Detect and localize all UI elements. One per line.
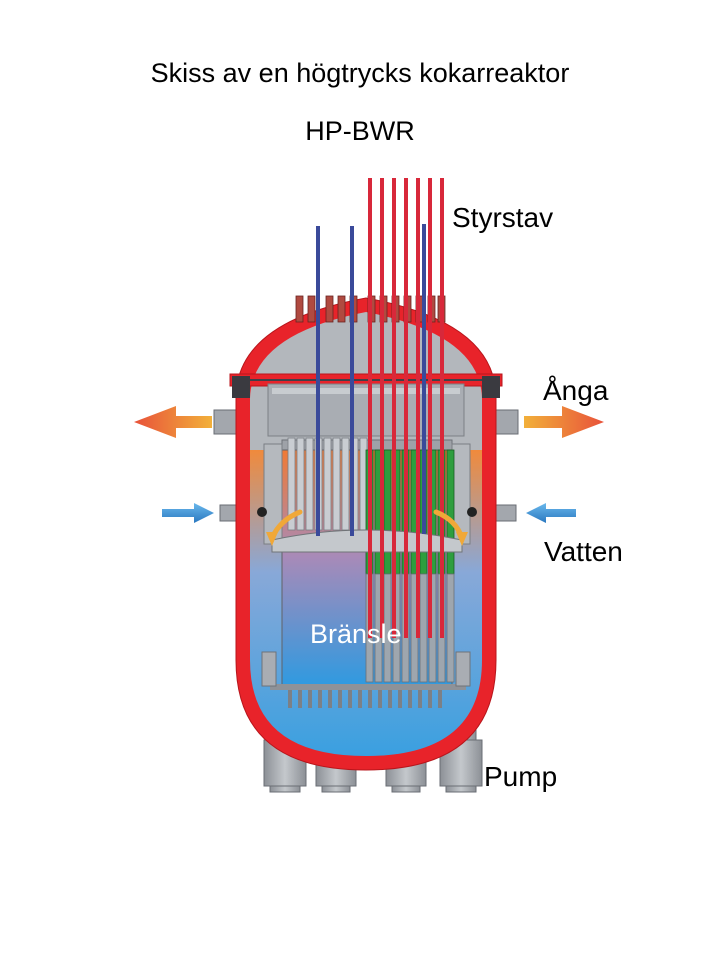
control-rod-red [416, 178, 420, 638]
separator-pipe [305, 437, 314, 531]
drive-tube [368, 690, 372, 708]
penetration-stub [295, 295, 304, 323]
drive-tube [378, 690, 382, 708]
fuel-assembly [383, 449, 392, 575]
drive-tube [338, 690, 342, 708]
separator-pipe [341, 437, 350, 531]
water-arrow-right [526, 503, 576, 523]
separator-pipe [296, 437, 305, 531]
label-control-rod: Styrstav [452, 202, 554, 233]
drive-tube [298, 690, 302, 708]
label-pump: Pump [484, 761, 558, 792]
drive-tube [438, 690, 442, 708]
drive-tube [388, 690, 392, 708]
fuel-assembly [446, 449, 455, 575]
label-water: Vatten [544, 536, 623, 567]
control-rod-blue [422, 224, 426, 534]
fuel-rod [419, 573, 428, 683]
label-steam: Ånga [543, 375, 609, 406]
control-rod-blue [350, 226, 354, 536]
control-rod-red [428, 178, 432, 638]
control-rod-red [404, 178, 408, 638]
penetration-stub [337, 295, 346, 323]
penetration-stub [325, 295, 334, 323]
drive-tube [318, 690, 322, 708]
drive-tube [398, 690, 402, 708]
water-arrow-left [162, 503, 214, 523]
diagram-subtitle: HP-BWR [305, 116, 415, 146]
control-rod-blue [316, 226, 320, 536]
drive-tube [288, 690, 292, 708]
penetration-stub [307, 295, 316, 323]
drive-tube [428, 690, 432, 708]
steam-separators [267, 383, 465, 437]
control-rods [316, 178, 444, 638]
steam-arrow-left [134, 406, 212, 438]
separator-pipe [287, 437, 296, 531]
drive-tube [408, 690, 412, 708]
drive-tube [358, 690, 362, 708]
control-rod-red [368, 178, 372, 638]
control-rod-red [380, 178, 384, 638]
drive-tube [348, 690, 352, 708]
control-rod-red [440, 178, 444, 638]
label-fuel: Bränsle [310, 619, 402, 649]
separator-pipe [332, 437, 341, 531]
control-rod-drives [288, 690, 442, 708]
steam-arrow-right [524, 406, 604, 438]
bottom-plate [261, 651, 471, 690]
control-rod-red [392, 178, 396, 638]
diagram-title: Skiss av en högtrycks kokarreaktor [150, 58, 570, 88]
drive-tube [328, 690, 332, 708]
fuel-rod [446, 573, 455, 683]
drive-tube [418, 690, 422, 708]
separator-standpipes [287, 437, 368, 531]
separator-pipe [323, 437, 332, 531]
drive-tube [308, 690, 312, 708]
